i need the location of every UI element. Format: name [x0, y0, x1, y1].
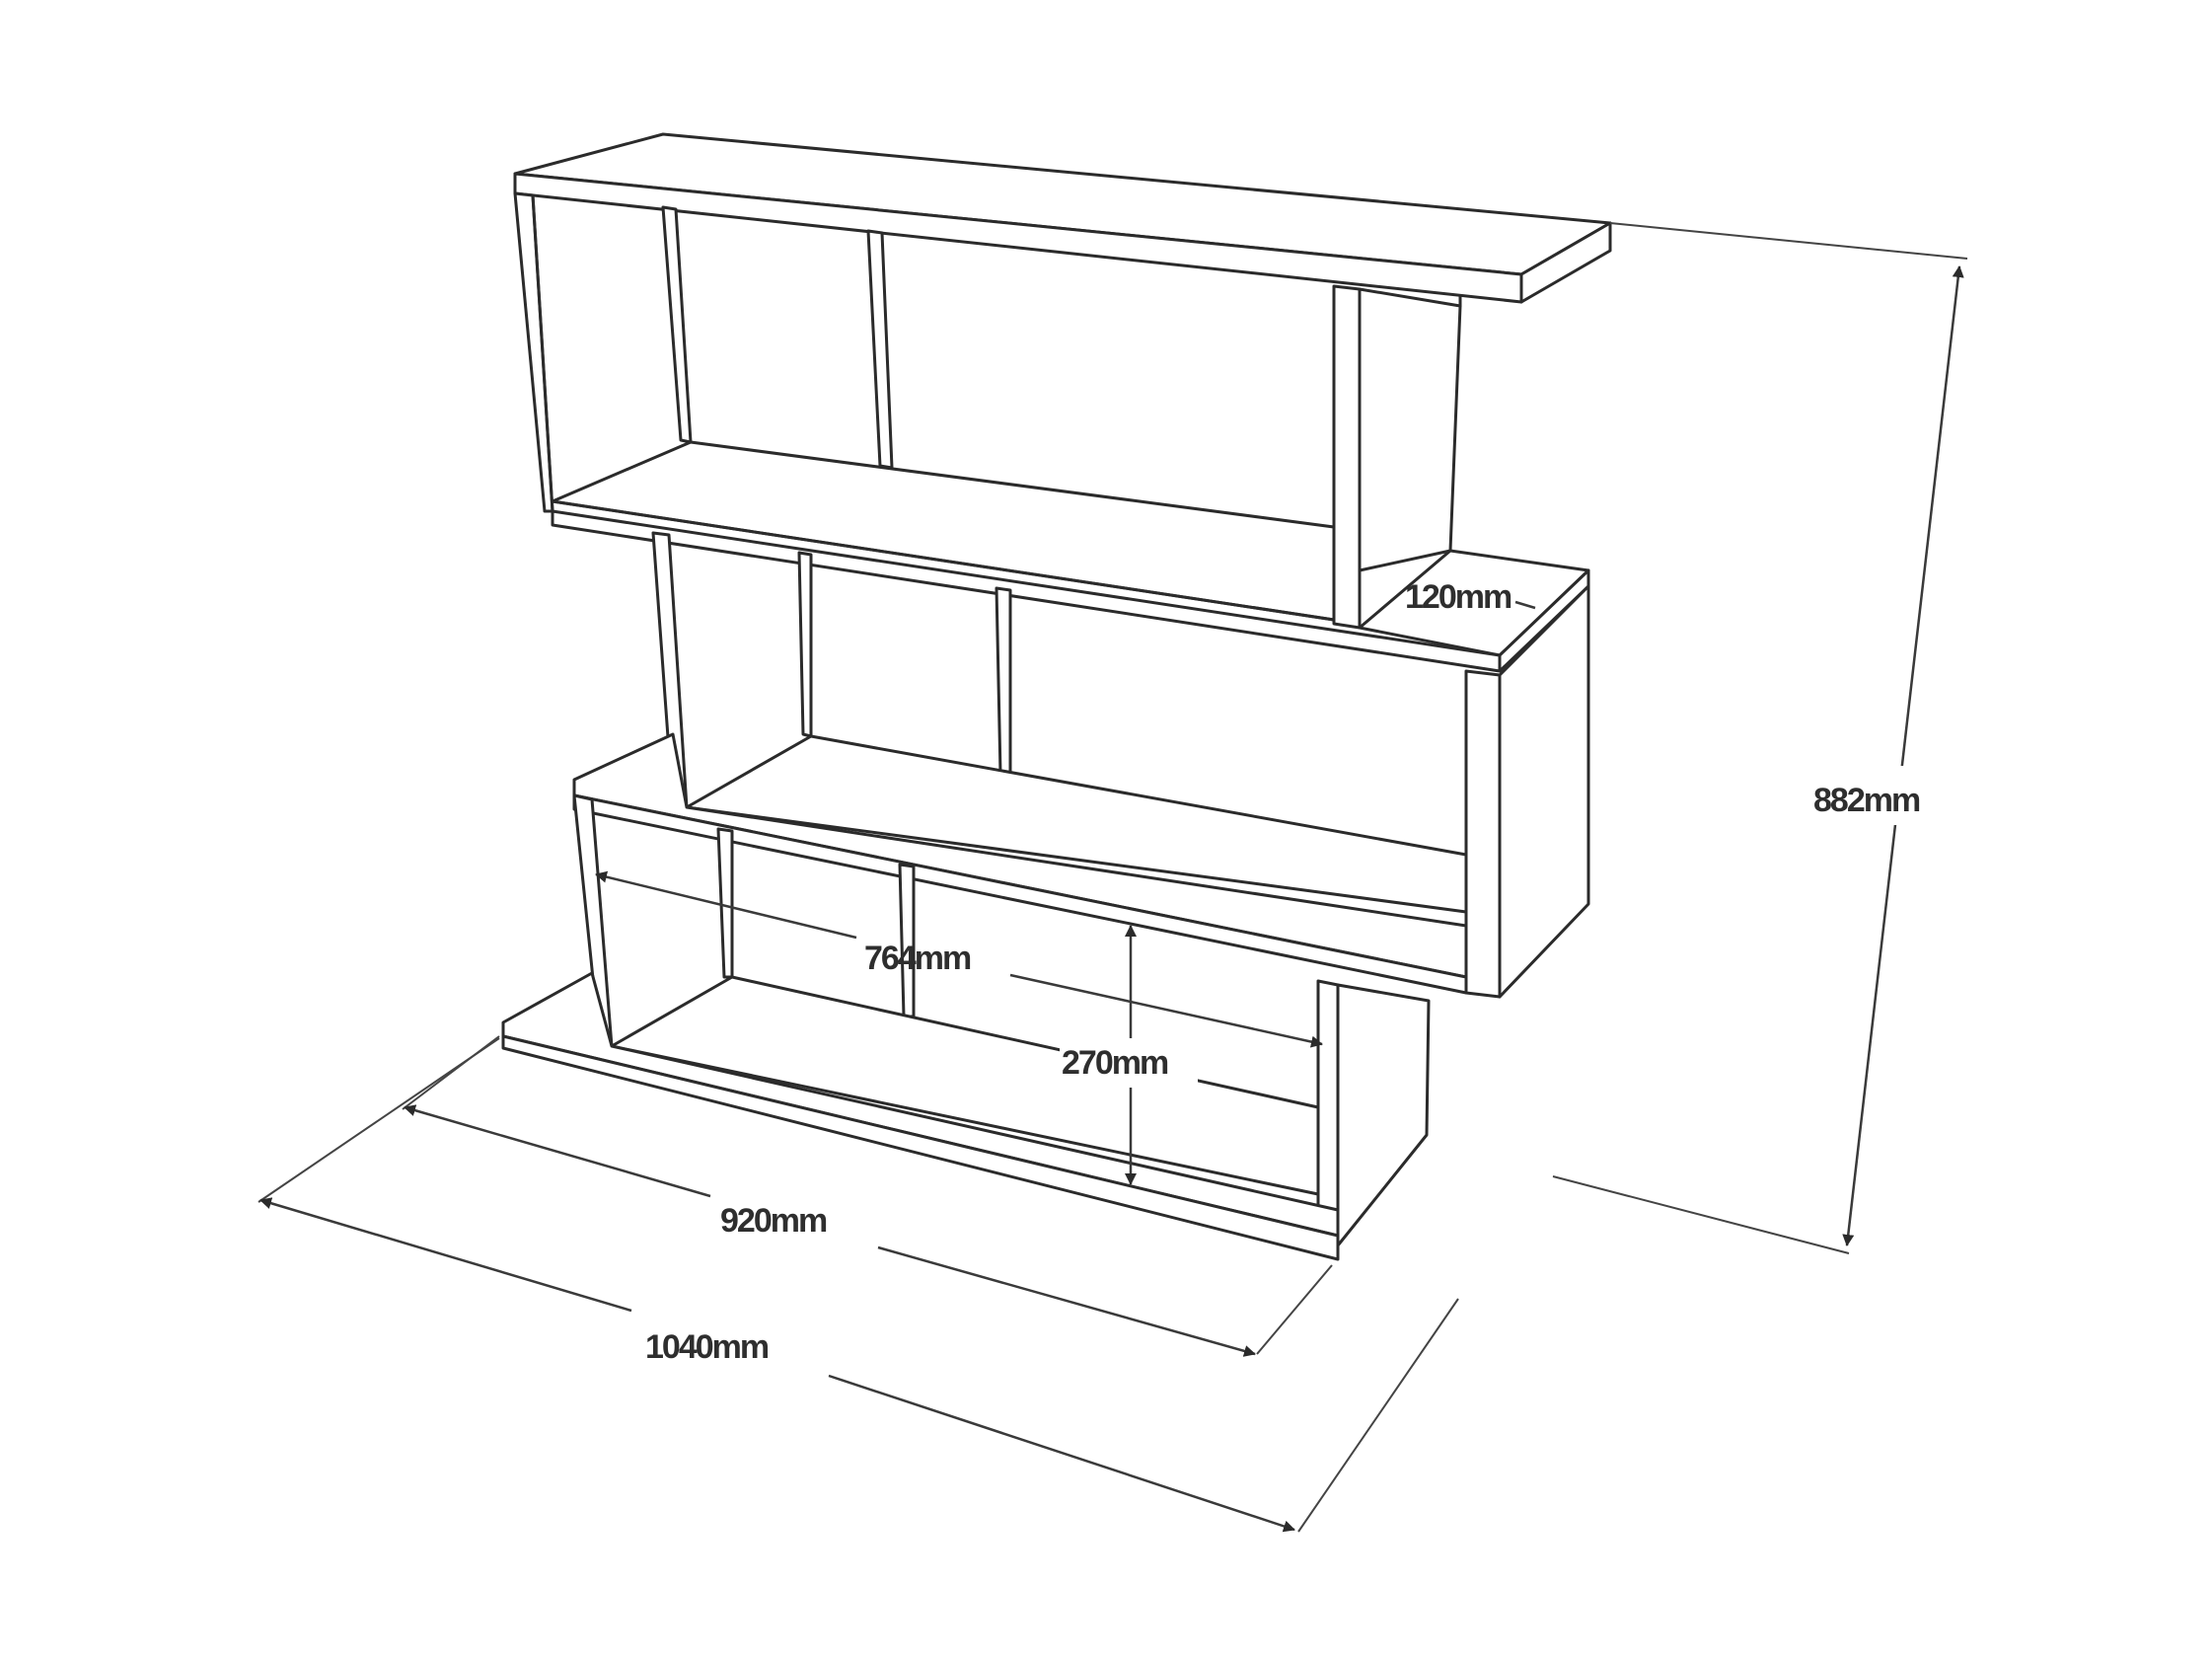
middle-right-side-end [1498, 584, 1590, 999]
total-width-label: 1040mm [645, 1328, 769, 1366]
middle-right-side-front [1464, 669, 1502, 999]
top-right-side-panel [1332, 284, 1362, 630]
bottom-back-left [716, 827, 734, 979]
top-back-divider-left [661, 205, 693, 444]
top-left-side-panel [513, 191, 554, 513]
depth-dimension: 120mm [1405, 578, 1536, 616]
inner-height-dimension: 270mm [1060, 925, 1198, 1185]
bottom-right-side-end [1336, 983, 1431, 1247]
base-board-front [501, 1034, 1340, 1261]
total-height-label: 882mm [1813, 782, 1920, 819]
middle-back-divider-left [797, 551, 813, 738]
top-back-divider-right [866, 229, 894, 470]
height-dimension: 882mm [1552, 222, 1968, 1254]
inner-width-dimension: 764mm [595, 870, 1323, 1048]
base-width-dimension: 920mm [402, 1035, 1333, 1357]
inner-width-label: 764mm [864, 940, 971, 977]
middle-back-divider-right [995, 586, 1012, 778]
top-board-end-face [1519, 221, 1612, 304]
top-depth-label: 120mm [1405, 578, 1512, 616]
top-shelf-unit [513, 132, 1612, 630]
top-right-back-panel [1358, 287, 1462, 572]
inner-height-label: 270mm [1062, 1044, 1168, 1082]
total-width-dimension: 1040mm [258, 1037, 1459, 1533]
base-width-label: 920mm [720, 1202, 827, 1240]
middle-shelf-unit [551, 509, 1590, 999]
